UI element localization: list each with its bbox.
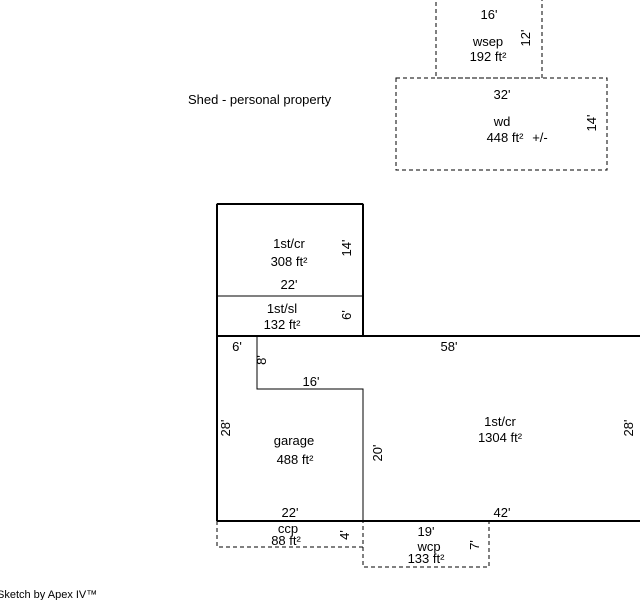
- garage-name: garage: [274, 433, 314, 448]
- first-cr-top-depth: 14': [339, 240, 354, 257]
- wcp-outline: [362, 521, 490, 568]
- ccp-area: 88 ft²: [271, 533, 301, 548]
- garage-jog-width: 6': [232, 339, 242, 354]
- first-cr-main-inner-depth: 20': [370, 445, 385, 462]
- first-cr-main-width-top: 58': [441, 339, 458, 354]
- wcp-area: 133 ft²: [408, 551, 446, 566]
- wd-outline: [395, 77, 608, 171]
- garage-width: 22': [282, 505, 299, 520]
- wsep-name: wsep: [472, 34, 503, 49]
- garage-area: 488 ft²: [277, 452, 315, 467]
- garage-inner-wall: [256, 336, 364, 521]
- ccp-outline: [216, 521, 364, 548]
- wsep-depth: 12': [518, 30, 533, 47]
- first-cr-top-width: 22': [281, 277, 298, 292]
- first-sl-name: 1st/sl: [267, 301, 297, 316]
- wcp-name: wcp: [416, 539, 440, 554]
- shed-note: Shed - personal property: [188, 92, 332, 107]
- first-cr-main-width-bottom: 42': [494, 505, 511, 520]
- first-cr-top-name: 1st/cr: [273, 236, 305, 251]
- first-cr-main-depth: 28': [621, 420, 636, 437]
- wd-name: wd: [493, 114, 511, 129]
- wcp-depth: 7': [467, 540, 482, 550]
- wcp-width: 19': [418, 524, 435, 539]
- wd-area: 448 ft²: [487, 130, 525, 145]
- garage-depth: 28': [218, 420, 233, 437]
- wd-depth: 14': [584, 115, 599, 132]
- wsep-area: 192 ft²: [470, 49, 508, 64]
- ccp-name: ccp: [278, 521, 298, 536]
- first-cr-main-area: 1304 ft²: [478, 430, 523, 445]
- first-cr-top-area: 308 ft²: [271, 254, 309, 269]
- garage-jog-height: 8': [254, 355, 269, 365]
- footer-credit: Sketch by Apex IV™: [0, 589, 97, 600]
- first-cr-main-name: 1st/cr: [484, 414, 516, 429]
- garage-inner-width: 16': [303, 374, 320, 389]
- wd-width: 32': [494, 87, 511, 102]
- wsep-width: 16': [481, 7, 498, 22]
- first-sl-depth: 6': [339, 310, 354, 320]
- first-sl-area: 132 ft²: [264, 317, 302, 332]
- ccp-depth: 4': [337, 530, 352, 540]
- wd-approx: +/-: [532, 130, 548, 145]
